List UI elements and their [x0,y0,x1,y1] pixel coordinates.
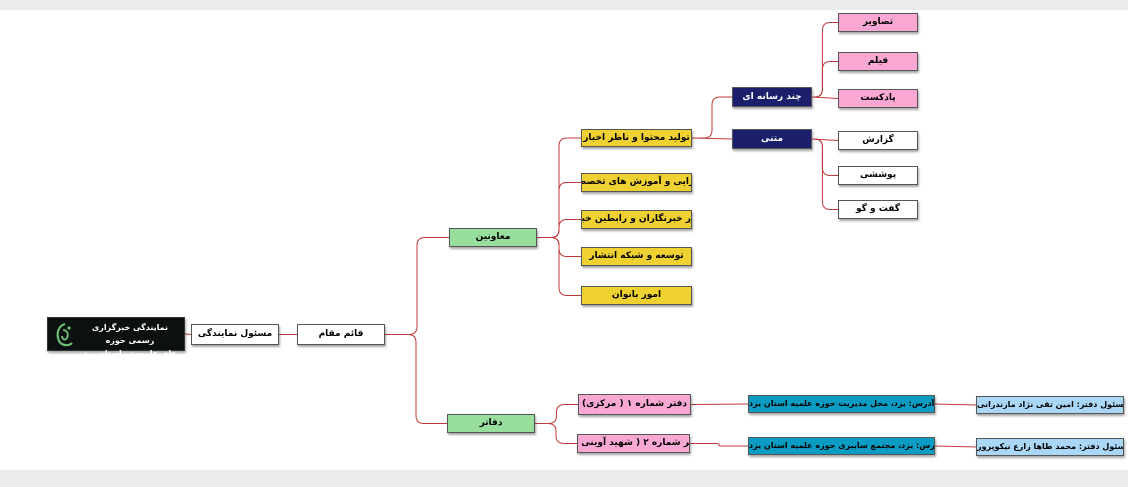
node-deputy-item-women-affairs[interactable]: امور بانوان [581,286,692,305]
link-logo-officer [184,333,192,335]
node-text-item-interview[interactable]: گفت و گو [838,200,918,219]
link-content-multimedia [692,96,732,139]
node-office-2-address[interactable]: آدرس: یزد، مجتمع سایبری حوزه علمیه استان… [748,437,935,455]
node-deputy[interactable]: قائم مقام [297,324,385,345]
node-office-1-address[interactable]: آدرس: یزد، محل مدیریت حوزه علمیه استان ی… [748,395,935,413]
seal-icon [56,322,73,347]
node-office-1[interactable]: دفتر شماره ۱ ( مرکزی) [578,394,691,415]
link-deputies-women-affairs [537,237,581,296]
link-multimedia-video [812,61,838,98]
node-text-item-coverage[interactable]: پوششی [838,166,918,185]
node-office-2-manager[interactable]: مسئول دفتر: محمد طاها زارع نیکوپرور [976,438,1124,456]
link-office2-manager [934,445,977,448]
node-text-item-report[interactable]: گزارش [838,131,918,150]
logo-title: نمایندگی خبرگزاری رسمی حوزه های علمیه در… [78,321,182,358]
link-multimedia-podcast [811,96,839,99]
node-multimedia[interactable]: چند رسانه ای [732,87,812,107]
top-bar [0,0,1128,10]
link-deputies-reporters-affairs [537,219,581,238]
logo-title-line2: های علمیه در استان یزد [83,349,177,358]
link-multimedia-images [812,22,838,98]
node-deputy-item-content-production[interactable]: تولید محتوا و ناظر اخبار [581,129,692,147]
node-multimedia-item-images[interactable]: تصاویر [838,13,918,32]
node-multimedia-item-podcast[interactable]: پادکست [838,89,918,108]
node-representative-officer[interactable]: مسئول نمایندگی [191,324,279,345]
link-content-text [691,137,733,140]
node-deputy-item-reporters-affairs[interactable]: امور خبرنگاران و رابطین خبری [581,210,692,229]
link-office1-address [690,403,749,405]
bottom-bar [0,470,1128,487]
link-office2-address [690,443,748,447]
link-office1-manager [934,403,977,406]
logo-title-line1: نمایندگی خبرگزاری رسمی حوزه [91,323,169,345]
link-offices-office1 [535,404,578,424]
node-deputy-item-distribution-network[interactable]: توسعه و شبکه انتشار [581,247,692,266]
link-offices-office2 [535,423,577,444]
node-office-1-manager[interactable]: مسئول دفتر: امین تقی نژاد مازندرانی [976,396,1124,414]
node-offices[interactable]: دفاتر [447,414,535,433]
link-deputy-offices [385,334,447,424]
node-multimedia-item-video[interactable]: فیلم [838,52,918,71]
link-text-coverage [812,138,838,176]
node-text[interactable]: متنی [732,129,812,149]
logo-node: نمایندگی خبرگزاری رسمی حوزه های علمیه در… [47,317,185,358]
link-text-interview [812,138,838,210]
link-deputy-deputies [385,237,449,335]
node-deputy-item-executive-training[interactable]: اجرایی و آموزش های تخصصی [581,173,692,192]
node-deputies[interactable]: معاونین [449,228,537,247]
node-office-2[interactable]: دفتر شماره ۲ ( شهید آوینی ره) [577,434,690,453]
